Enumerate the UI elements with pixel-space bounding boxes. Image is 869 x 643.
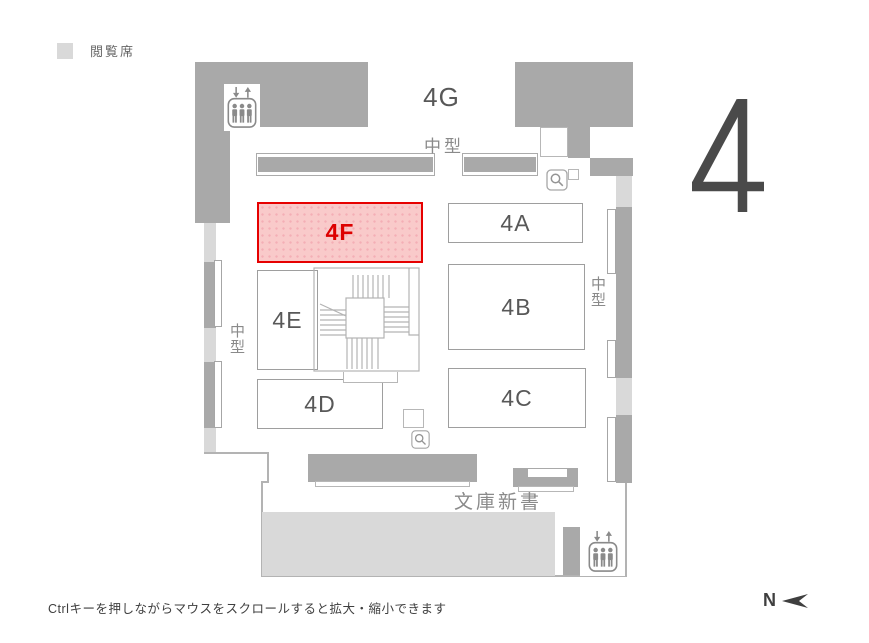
small-room-top-right [540,127,568,157]
stairwell [313,267,421,373]
wall-topright-block [590,158,633,176]
wall-top-left [195,62,368,127]
counter-inset [528,469,567,477]
elevator-box-bottom [580,527,625,576]
seat-patch-left-3 [204,428,216,453]
bookshelf-left-2 [214,361,222,428]
room-4c-label: 4C [501,384,533,411]
wall-bottom-right-block [563,527,580,577]
counter-bottom-lip [315,481,470,487]
counter-bottom [308,454,477,482]
small-square-center [403,409,424,428]
seat-patch-left-2 [204,328,216,362]
elevator-icon [227,86,257,128]
floor-number: 4 [692,99,768,216]
boundary-line [204,452,269,454]
room-4f-label: 4F [325,219,355,245]
room-4g-label: 4G [423,82,460,112]
seat-patch-right-1 [616,176,632,207]
elevator-icon [588,530,617,572]
boundary-line [625,483,627,577]
legend-label: 閲覧席 [90,44,136,59]
compass: N [763,590,808,611]
room-4d-label: 4D [304,390,336,417]
magnifier-icon [411,430,430,449]
wall-left-1 [204,262,216,328]
bookshelf-row-top-1 [256,153,435,176]
room-4a[interactable]: 4A [448,203,583,243]
shelf-label-medium-right: 中型 [589,276,606,308]
bookshelf-right-3 [607,417,616,482]
wall-left-column [195,127,230,223]
bookshelf-right-1 [607,209,616,274]
legend: 閲覧席 [57,41,135,60]
stair-landing-step [343,372,398,383]
boundary-line [261,481,269,483]
bookshelf-left-1 [214,260,222,327]
room-4a-label: 4A [500,209,531,236]
bookshelf-row-top-2 [462,153,538,176]
reading-seats-area [262,512,555,576]
room-4e[interactable]: 4E [257,270,318,370]
wall-top-right [515,62,633,127]
seat-patch-right-2 [616,378,632,415]
compass-arrow-icon [782,593,808,608]
reading-seat-swatch [57,42,73,59]
room-4e-label: 4E [272,306,303,333]
elevator-box-top [224,84,260,131]
compass-n-label: N [763,590,776,610]
room-4b-label: 4B [501,293,532,320]
wall-left-2 [204,362,216,428]
magnifier-icon [546,169,568,191]
zoom-hint-text: Ctrlキーを押しながらマウスをスクロールすると拡大・縮小できます [48,602,447,616]
wall-topright-strip [568,125,590,158]
room-4f[interactable]: 4F [257,202,423,263]
room-4g[interactable]: 4G [368,68,515,127]
small-square-top-right [568,169,579,180]
shelf-label-paperback: 文庫新書 [454,492,543,513]
counter-bottom-right-lip [518,486,574,492]
bookshelf-right-2 [607,340,616,378]
shelf-label-medium-left: 中型 [228,323,245,355]
room-4b[interactable]: 4B [448,264,585,350]
wall-right-2 [616,415,632,483]
wall-right-1 [616,207,632,378]
boundary-line [267,452,269,483]
shelf-label-medium-top: 中型 [424,137,464,156]
room-4c[interactable]: 4C [448,368,586,428]
room-4d[interactable]: 4D [257,379,383,429]
boundary-line [261,575,627,577]
seat-patch-left-1 [204,223,216,262]
